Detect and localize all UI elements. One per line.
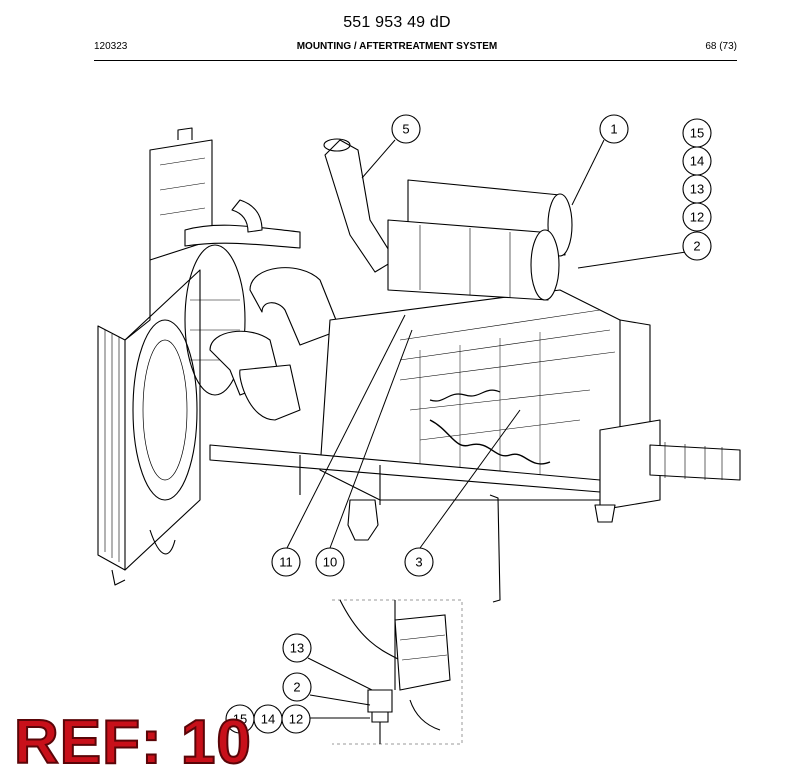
document-number: 551 953 49 dD xyxy=(343,14,451,31)
callout-11: 11 xyxy=(271,547,301,577)
detail-callout-12: 12 xyxy=(281,704,311,734)
svg-text:1: 1 xyxy=(610,122,617,137)
callout-3: 5 xyxy=(391,114,421,144)
svg-text:12: 12 xyxy=(289,712,303,727)
svg-text:12: 12 xyxy=(690,210,704,225)
detail-view-line-art xyxy=(332,599,463,745)
svg-text:2: 2 xyxy=(693,239,700,254)
detail-callout-15: 15 xyxy=(225,704,255,734)
detail-callout-2: 2 xyxy=(282,672,312,702)
callout-12: 12 xyxy=(682,202,712,232)
svg-text:13: 13 xyxy=(290,641,304,656)
svg-text:5: 5 xyxy=(402,122,409,137)
svg-text:15: 15 xyxy=(233,712,247,727)
svg-text:10: 10 xyxy=(323,555,337,570)
section-title: MOUNTING / AFTERTREATMENT SYSTEM xyxy=(296,41,498,52)
callout-13: 13 xyxy=(682,174,712,204)
svg-text:3: 3 xyxy=(415,555,422,570)
callout-2: 2 xyxy=(682,231,712,261)
callout-1: 1 xyxy=(599,114,629,144)
page-number: 68 (73) xyxy=(705,41,737,52)
svg-text:14: 14 xyxy=(261,712,275,727)
svg-text:2: 2 xyxy=(293,680,300,695)
callout-10: 10 xyxy=(315,547,345,577)
date-code: 120323 xyxy=(94,41,128,52)
callout-15: 15 xyxy=(682,118,712,148)
detail-callout-13: 13 xyxy=(282,633,312,663)
header-rule xyxy=(94,60,737,61)
svg-text:15: 15 xyxy=(690,126,704,141)
svg-text:11: 11 xyxy=(279,555,293,570)
detail-callout-14: 14 xyxy=(253,704,283,734)
ref-label: REF: 10 xyxy=(13,707,252,778)
svg-text:14: 14 xyxy=(690,154,704,169)
callout-14: 14 xyxy=(682,146,712,176)
callout-5: 3 xyxy=(404,547,434,577)
leader-lines xyxy=(286,139,687,719)
engine-line-art xyxy=(97,127,741,603)
svg-text:13: 13 xyxy=(690,182,704,197)
